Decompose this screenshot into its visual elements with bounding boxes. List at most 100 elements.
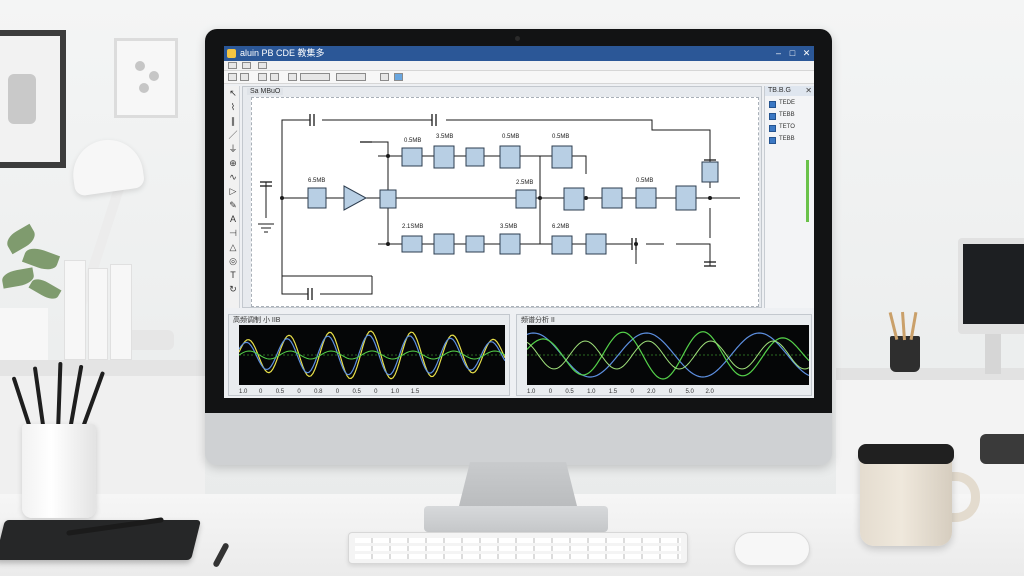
schematic-labels: 6.5MB 0.5MB 3.5MB 0.5MB 0.5MB 2.5MB 0.5M… bbox=[308, 134, 653, 230]
checkbox-icon[interactable] bbox=[769, 137, 776, 144]
maximize-button[interactable]: □ bbox=[789, 48, 796, 58]
checkbox-icon[interactable] bbox=[769, 113, 776, 120]
wire-tool-icon[interactable]: ／ bbox=[228, 130, 238, 140]
capacitor-tool-icon[interactable]: ∥ bbox=[230, 116, 236, 126]
rotate-tool-icon[interactable]: ↻ bbox=[229, 284, 237, 294]
trace-blue bbox=[526, 332, 810, 378]
waveform-left-xticks: 1.0 0 0.5 0 0.8 0 0.5 0 1.0 1.5 bbox=[239, 389, 420, 395]
screen: aluin PB CDE 教集多 – □ ✕ ↖ ⌇ ∥ ／ ⏚ ⊕ ∿ ▷ ✎… bbox=[224, 46, 814, 398]
camera bbox=[515, 36, 520, 41]
toolbar bbox=[224, 71, 814, 84]
pointer-tool-icon[interactable]: ↖ bbox=[229, 88, 237, 98]
cut-icon[interactable] bbox=[288, 73, 297, 81]
mug-handle bbox=[938, 472, 980, 522]
meter-tool-icon[interactable]: ◎ bbox=[229, 256, 237, 266]
zoom-select[interactable] bbox=[300, 73, 330, 81]
save-icon[interactable] bbox=[258, 73, 267, 81]
inductor-tool-icon[interactable]: ∿ bbox=[229, 172, 237, 182]
diode-tool-icon[interactable]: ▷ bbox=[229, 186, 237, 196]
trace-green bbox=[526, 331, 810, 380]
label-tool-icon[interactable]: A bbox=[229, 214, 236, 224]
properties-close-icon[interactable]: ✕ bbox=[805, 86, 812, 95]
chair bbox=[980, 434, 1024, 464]
text-tool-icon[interactable]: T bbox=[230, 270, 236, 280]
wall-frame-middle bbox=[114, 38, 178, 118]
close-button[interactable]: ✕ bbox=[802, 48, 811, 58]
properties-item[interactable]: TEDE bbox=[769, 100, 811, 109]
properties-item[interactable]: TEBB bbox=[769, 136, 811, 145]
component-r1 bbox=[307, 187, 327, 209]
properties-item[interactable]: TEBB bbox=[769, 112, 811, 121]
label-10: 6.2MB bbox=[552, 224, 569, 230]
print-icon[interactable] bbox=[270, 73, 279, 81]
window-title: aluin PB CDE 教集多 bbox=[240, 48, 325, 58]
trace-light-green bbox=[526, 340, 810, 370]
checkbox-icon[interactable] bbox=[769, 101, 776, 108]
second-monitor bbox=[958, 238, 1024, 334]
pencil-cup bbox=[22, 424, 96, 518]
properties-item[interactable]: TETO bbox=[769, 124, 811, 133]
plant-pot bbox=[0, 308, 48, 370]
scale-select[interactable] bbox=[336, 73, 366, 81]
keyboard bbox=[348, 532, 688, 564]
properties-panel: TB.B.G ✕ TEDE TEBB TETO TEBB bbox=[764, 86, 814, 308]
schematic-tab[interactable]: Sa MBuO bbox=[247, 88, 284, 95]
schematic-amplifier bbox=[343, 185, 368, 211]
coffee-mug bbox=[860, 450, 952, 546]
schematic-canvas[interactable]: 6.5MB 0.5MB 3.5MB 0.5MB 0.5MB 2.5MB 0.5M… bbox=[251, 97, 759, 307]
waveform-left-display[interactable] bbox=[238, 325, 506, 385]
source-tool-icon[interactable]: ⊕ bbox=[229, 158, 237, 168]
menu-icon-3[interactable] bbox=[258, 62, 267, 69]
ground-tool-icon[interactable]: ⏚ bbox=[228, 144, 238, 154]
switch-tool-icon[interactable]: ⊣ bbox=[229, 228, 237, 238]
waveform-left-title: 高频调制 小 IIB bbox=[233, 317, 281, 324]
desk-lamp-base bbox=[118, 330, 174, 350]
amp-tool-icon[interactable]: △ bbox=[229, 242, 237, 252]
second-monitor-stand bbox=[985, 334, 1001, 374]
trace-green bbox=[238, 350, 506, 360]
pencil-cup-right bbox=[890, 336, 920, 372]
menu-icon-1[interactable] bbox=[228, 62, 237, 69]
waveform-panel-left: 高频调制 小 IIB 1.0 0 0.5 0 0.8 0 0.5 0 1.0 1… bbox=[228, 314, 510, 396]
mug-lid bbox=[858, 444, 954, 464]
monitor-chin bbox=[205, 413, 832, 465]
menu-icon-2[interactable] bbox=[242, 62, 251, 69]
monitor-stand-base bbox=[424, 506, 608, 532]
wall-frame-left bbox=[0, 30, 66, 168]
open-file-icon[interactable] bbox=[240, 73, 249, 81]
trace-blue bbox=[238, 334, 506, 376]
schematic-diagram: 6.5MB 0.5MB 3.5MB 0.5MB 0.5MB 2.5MB 0.5M… bbox=[258, 114, 740, 300]
schematic-capacitors bbox=[260, 114, 716, 300]
waveform-right-xticks: 1.0 0 0.5 1.0 1.5 0 2.0 0 5.0 2.0 bbox=[527, 389, 714, 395]
properties-title: TB.B.G bbox=[768, 87, 791, 94]
waveform-right-display[interactable] bbox=[526, 325, 810, 385]
properties-scrollbar[interactable] bbox=[806, 160, 809, 222]
label-4: 0.5MB bbox=[502, 134, 519, 140]
label-6: 2.5MB bbox=[516, 180, 533, 186]
frame-art bbox=[8, 74, 36, 124]
checkbox-icon[interactable] bbox=[769, 125, 776, 132]
schematic-wires bbox=[258, 119, 740, 295]
minimize-button[interactable]: – bbox=[775, 48, 781, 58]
schematic-panel: Sa MBuO bbox=[242, 86, 762, 308]
waveform-right-plot bbox=[526, 331, 810, 380]
new-file-icon[interactable] bbox=[228, 73, 237, 81]
label-8: 2.1SMB bbox=[402, 224, 423, 230]
run-icon[interactable] bbox=[380, 73, 389, 81]
waveform-left-plot bbox=[238, 330, 506, 380]
properties-header: TB.B.G ✕ bbox=[765, 86, 814, 96]
label-9: 3.5MB bbox=[500, 224, 517, 230]
resistor-tool-icon[interactable]: ⌇ bbox=[230, 102, 236, 112]
schematic-components bbox=[307, 145, 719, 255]
app-icon bbox=[227, 49, 236, 58]
menu-bar bbox=[224, 61, 814, 71]
probe-tool-icon[interactable]: ✎ bbox=[229, 200, 237, 210]
label-7: 0.5MB bbox=[636, 178, 653, 184]
monitor-stand-neck bbox=[458, 462, 578, 510]
label-2: 0.5MB bbox=[404, 138, 421, 144]
label-5: 0.5MB bbox=[552, 134, 569, 140]
simulate-icon[interactable] bbox=[394, 73, 403, 81]
tool-palette: ↖ ⌇ ∥ ／ ⏚ ⊕ ∿ ▷ ✎ A ⊣ △ ◎ T ↻ bbox=[226, 86, 240, 308]
label-1: 6.5MB bbox=[308, 178, 325, 184]
label-3: 3.5MB bbox=[436, 134, 453, 140]
